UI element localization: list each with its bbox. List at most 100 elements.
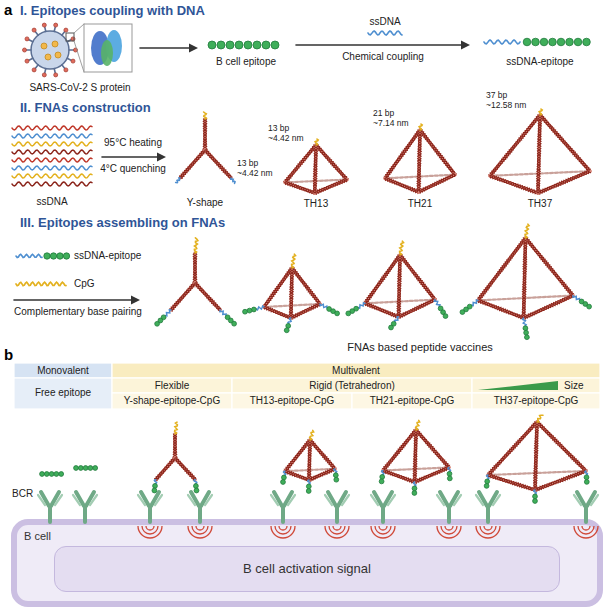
dna-strand <box>383 469 414 483</box>
peptide-bead <box>281 480 286 485</box>
signal-arc <box>445 526 453 530</box>
dna-strand <box>310 440 335 470</box>
bcr-receptor <box>437 492 461 522</box>
protein-chain <box>101 40 113 66</box>
peptide-bead <box>32 68 36 72</box>
peptide-bead <box>83 466 88 471</box>
line-stroke <box>383 430 416 471</box>
dna-strand <box>264 268 292 308</box>
peptide-bead <box>533 494 538 499</box>
dna-strand <box>413 430 417 482</box>
line-stroke <box>537 422 586 471</box>
peptide-bead <box>243 309 248 314</box>
dna-strand <box>171 283 195 311</box>
dna-strand <box>539 109 542 115</box>
peptide-bead <box>412 486 417 491</box>
dna-strand <box>165 310 171 316</box>
signal-arc <box>375 526 391 534</box>
signal-arc <box>142 526 158 534</box>
peptide-bead <box>523 326 528 331</box>
cell-membrane <box>14 522 600 604</box>
dna-strand <box>416 430 449 468</box>
step-label: Complementary base pairing <box>14 306 142 318</box>
dna-strand <box>309 468 336 480</box>
line-stroke <box>420 130 455 175</box>
peptide-bead <box>25 59 29 63</box>
dna-strand <box>316 145 348 179</box>
dna-strand <box>203 119 206 150</box>
dna-strand <box>489 115 541 175</box>
dna-strand <box>292 268 321 304</box>
line-stroke <box>399 300 435 317</box>
line-stroke <box>574 495 581 505</box>
dna-strand <box>285 470 309 481</box>
dna-strand <box>523 318 527 326</box>
dna-strand <box>154 480 156 484</box>
dna-strand <box>419 174 456 193</box>
dna-strand <box>416 430 450 467</box>
dna-strand <box>289 268 293 318</box>
signal-arc <box>371 526 395 538</box>
peptide-bead <box>525 335 530 340</box>
peptide-bead <box>247 308 252 313</box>
signal-arc <box>329 526 345 534</box>
peptide-bead <box>584 475 589 480</box>
line-stroke <box>493 495 500 505</box>
dna-strand <box>358 303 365 308</box>
dna-strand <box>537 415 543 422</box>
caption-label: B cell epitope <box>216 56 276 68</box>
dna-strand <box>180 150 205 178</box>
dna-strand <box>417 130 422 192</box>
signal-arc <box>138 526 162 538</box>
arrowhead <box>157 153 166 162</box>
line-stroke <box>264 268 292 307</box>
peptide-bead <box>484 484 489 489</box>
peptide-bead <box>54 73 58 77</box>
signal-arc <box>196 526 204 530</box>
signal-arc <box>476 526 500 538</box>
line-stroke <box>148 506 152 522</box>
peptide-bead <box>194 488 199 493</box>
caption-label: FNAs based peptide vaccines <box>347 341 493 354</box>
dna-strand <box>291 303 320 318</box>
line-stroke <box>400 255 435 300</box>
signal-arc <box>188 526 212 538</box>
dna-strand <box>488 474 535 491</box>
peptide-bead <box>88 466 93 471</box>
peptide-bead <box>447 471 452 476</box>
dna-strand <box>315 179 347 195</box>
dna-strand <box>176 178 181 183</box>
dna-strand <box>384 130 420 178</box>
line-stroke <box>488 422 537 475</box>
peptide-bead <box>42 23 46 27</box>
dna-strand <box>284 471 286 475</box>
line-stroke <box>138 495 145 505</box>
dna-strand <box>488 422 537 475</box>
peptide-bead <box>217 41 225 49</box>
dna-strand <box>175 422 178 434</box>
caption-label: ssDNA-epitope <box>506 56 573 68</box>
dna-strand <box>231 178 235 184</box>
dna-strand <box>448 467 451 471</box>
line-stroke <box>526 238 574 296</box>
line-stroke <box>535 471 586 490</box>
panel-letter: b <box>4 346 13 364</box>
peptide-bead <box>42 73 46 77</box>
line-stroke <box>310 440 335 469</box>
signal-arc <box>484 526 492 530</box>
dna-strand <box>526 238 573 296</box>
peptide-bead <box>557 38 565 46</box>
dna-strand <box>478 300 524 319</box>
dna-strand <box>400 255 436 299</box>
structure-label: Y-shape <box>187 197 223 209</box>
dna-strand <box>525 224 529 238</box>
dna-strand <box>364 255 400 303</box>
dna-strand <box>415 466 449 482</box>
dna-strand <box>524 295 574 318</box>
callout-label: BCR <box>12 488 33 500</box>
signal-arc <box>574 526 598 538</box>
table-cell: Flexible <box>155 380 189 392</box>
dna-strand <box>256 306 264 310</box>
dna-strand <box>525 238 574 295</box>
line-stroke <box>198 506 202 522</box>
